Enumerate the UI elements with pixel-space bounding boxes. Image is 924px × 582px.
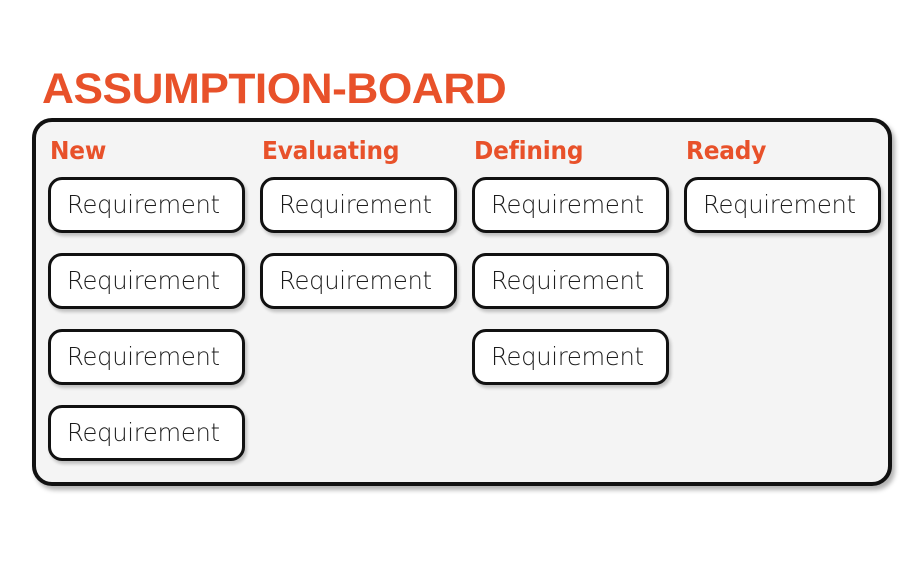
column-header-evaluating: Evaluating bbox=[262, 136, 400, 165]
column-header-defining: Defining bbox=[474, 136, 584, 165]
requirement-card[interactable]: Requirement bbox=[472, 177, 669, 233]
board-column-defining: Defining Requirement Requirement Require… bbox=[472, 136, 684, 482]
board-columns: New Requirement Requirement Requirement … bbox=[36, 122, 888, 482]
requirement-card-label: Requirement bbox=[491, 266, 644, 295]
card-stack-new: Requirement Requirement Requirement Requ… bbox=[48, 177, 260, 461]
page-title: ASSUMPTION-BOARD bbox=[42, 65, 507, 113]
requirement-card-label: Requirement bbox=[67, 266, 220, 295]
requirement-card[interactable]: Requirement bbox=[48, 253, 245, 309]
board-column-evaluating: Evaluating Requirement Requirement bbox=[260, 136, 472, 482]
requirement-card[interactable]: Requirement bbox=[260, 177, 457, 233]
board-column-new: New Requirement Requirement Requirement … bbox=[48, 136, 260, 482]
column-header-ready: Ready bbox=[686, 136, 767, 165]
requirement-card[interactable]: Requirement bbox=[48, 405, 245, 461]
requirement-card[interactable]: Requirement bbox=[48, 329, 245, 385]
assumption-board: New Requirement Requirement Requirement … bbox=[32, 118, 892, 486]
requirement-card[interactable]: Requirement bbox=[472, 253, 669, 309]
board-column-ready: Ready Requirement bbox=[684, 136, 896, 482]
requirement-card-label: Requirement bbox=[491, 342, 644, 371]
requirement-card-label: Requirement bbox=[279, 190, 432, 219]
card-stack-evaluating: Requirement Requirement bbox=[260, 177, 472, 309]
requirement-card-label: Requirement bbox=[279, 266, 432, 295]
requirement-card[interactable]: Requirement bbox=[684, 177, 881, 233]
column-header-new: New bbox=[50, 136, 107, 165]
card-stack-defining: Requirement Requirement Requirement bbox=[472, 177, 684, 385]
requirement-card-label: Requirement bbox=[67, 190, 220, 219]
requirement-card[interactable]: Requirement bbox=[472, 329, 669, 385]
requirement-card[interactable]: Requirement bbox=[48, 177, 245, 233]
requirement-card-label: Requirement bbox=[703, 190, 856, 219]
requirement-card-label: Requirement bbox=[67, 342, 220, 371]
requirement-card[interactable]: Requirement bbox=[260, 253, 457, 309]
requirement-card-label: Requirement bbox=[67, 418, 220, 447]
card-stack-ready: Requirement bbox=[684, 177, 896, 233]
requirement-card-label: Requirement bbox=[491, 190, 644, 219]
